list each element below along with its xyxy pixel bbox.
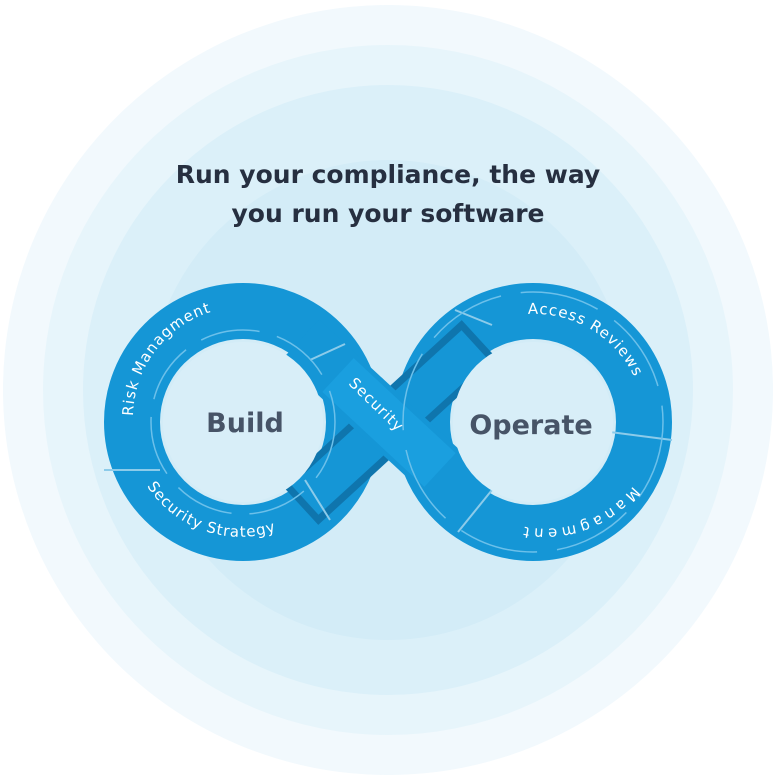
build-label: Build (206, 408, 284, 439)
right-inner-track (402, 291, 664, 553)
operate-label: Operate (469, 410, 592, 441)
divider-right-top (454, 309, 493, 326)
operate-hub (453, 342, 613, 502)
infinity-loop (104, 283, 673, 561)
title-line-1: Run your compliance, the way (176, 160, 600, 189)
left-inner-track (150, 329, 336, 515)
divider-left-top (309, 343, 346, 361)
build-hub (163, 342, 323, 502)
divider-left-bottom (304, 479, 331, 521)
title-line-2: you run your software (231, 199, 544, 228)
crossing-over-shade (322, 358, 456, 487)
divider-right-bottom (457, 484, 497, 533)
